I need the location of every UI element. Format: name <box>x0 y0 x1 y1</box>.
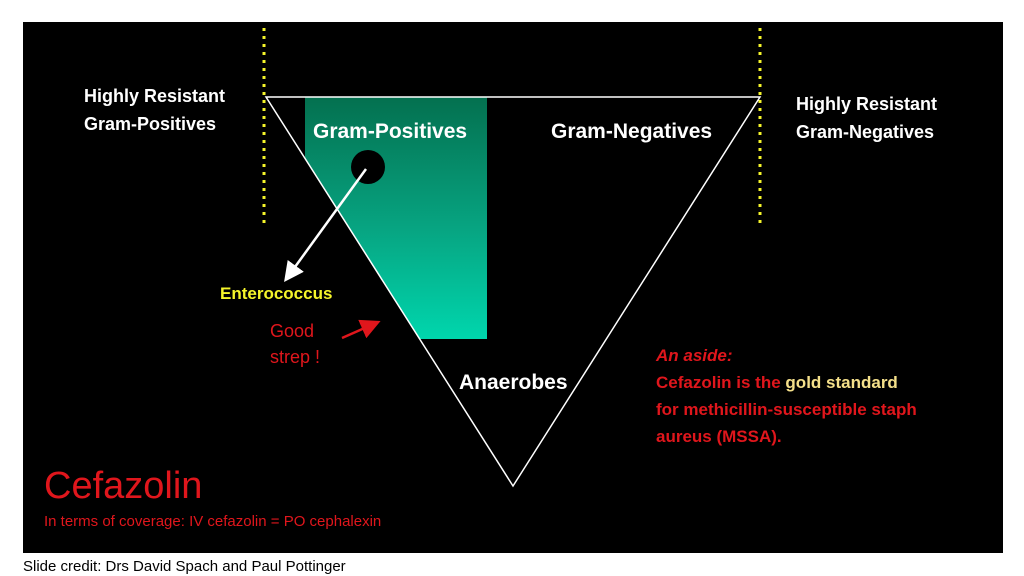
left-resistant-label: Highly Resistant Gram-Positives <box>84 86 226 134</box>
slide-subtitle: In terms of coverage: IV cefazolin = PO … <box>44 513 382 530</box>
enterococcus-arrow <box>284 168 368 283</box>
good-strep-label: Good strep ! <box>270 321 321 367</box>
enterococcus-dot <box>351 150 385 184</box>
coverage-diagram <box>262 28 762 488</box>
good-strep-arrow <box>341 319 381 340</box>
aside-intro: An aside: <box>656 346 733 365</box>
anaerobes-label: Anaerobes <box>459 371 568 394</box>
right-resistant-label: Highly Resistant Gram-Negatives <box>796 94 938 142</box>
gram-negatives-label: Gram-Negatives <box>551 120 713 143</box>
aside-line1: Cefazolin is the <box>656 373 786 392</box>
aside-note: An aside: Cefazolin is the gold standard… <box>656 342 917 450</box>
aside-gold-standard: gold standard <box>785 373 898 392</box>
slide: Highly Resistant Gram-Positives Highly R… <box>23 22 1003 553</box>
gram-positives-label: Gram-Positives <box>313 120 468 143</box>
aside-line2: for methicillin-susceptible staph <box>656 400 917 419</box>
aside-line3: aureus (MSSA). <box>656 427 782 446</box>
slide-title: Cefazolin <box>44 465 203 507</box>
slide-credit: Slide credit: Drs David Spach and Paul P… <box>23 558 346 575</box>
coverage-triangle <box>264 96 762 488</box>
enterococcus-label: Enterococcus <box>220 284 333 303</box>
